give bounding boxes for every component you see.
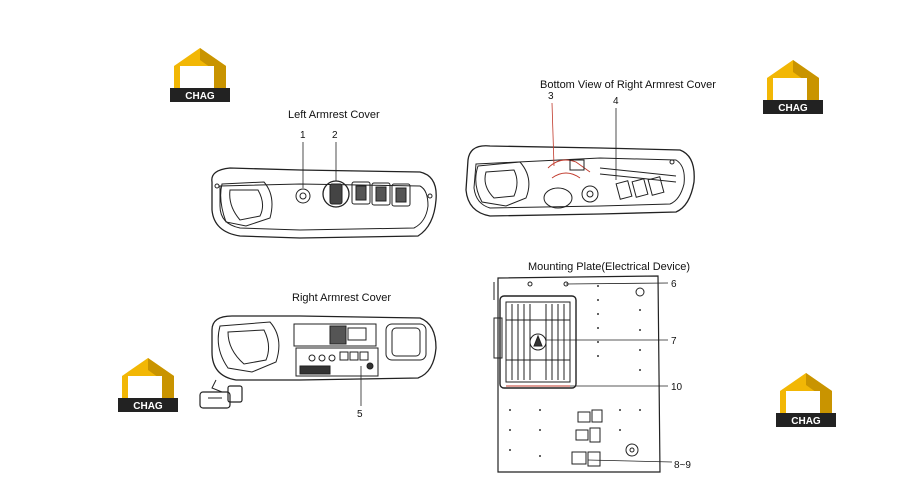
svg-text:3: 3: [548, 91, 554, 102]
title-left-armrest: Left Armrest Cover: [288, 109, 380, 121]
logo-text: CHAG: [133, 401, 163, 412]
callout-1: 1: [300, 130, 306, 188]
callout-7: 7: [546, 336, 677, 347]
title-right-armrest: Right Armrest Cover: [292, 292, 391, 304]
title-mounting-plate: Mounting Plate(Electrical Device): [528, 261, 690, 273]
callout-10: 10: [570, 382, 683, 393]
mounting-plate-drawing: [493, 275, 661, 473]
logo-text: CHAG: [778, 103, 808, 114]
title-bottom-view: Bottom View of Right Armrest Cover: [540, 79, 716, 91]
logo-text: CHAG: [185, 91, 215, 102]
bottom-view-drawing: [465, 145, 695, 217]
right-armrest-drawing: [199, 315, 437, 409]
svg-text:8~9: 8~9: [674, 460, 691, 471]
logo-top-right: H3 CHAG: [763, 60, 823, 114]
svg-text:6: 6: [671, 279, 677, 290]
svg-text:5: 5: [357, 409, 363, 420]
callout-2: 2: [332, 130, 338, 181]
callout-5: 5: [357, 366, 363, 420]
logo-mark: H3: [777, 79, 803, 101]
callout-4: 4: [613, 96, 619, 180]
logo-mark: H3: [790, 392, 816, 414]
logo-mark: H3: [132, 377, 158, 399]
left-armrest-drawing: [211, 167, 437, 239]
callout-8-9: 8~9: [587, 459, 691, 471]
svg-text:2: 2: [332, 130, 338, 141]
svg-text:7: 7: [671, 336, 677, 347]
svg-text:1: 1: [300, 130, 306, 141]
logo-bottom-left: H3 CHAG: [118, 358, 178, 412]
callout-6: 6: [565, 279, 677, 290]
logo-top-left: H3 CHAG: [170, 48, 230, 102]
logo-text: CHAG: [791, 416, 821, 427]
logo-mark: H3: [184, 67, 210, 89]
svg-text:4: 4: [613, 96, 619, 107]
svg-text:10: 10: [671, 382, 683, 393]
callout-3: 3: [548, 91, 555, 167]
logo-bottom-right: H3 CHAG: [776, 373, 836, 427]
